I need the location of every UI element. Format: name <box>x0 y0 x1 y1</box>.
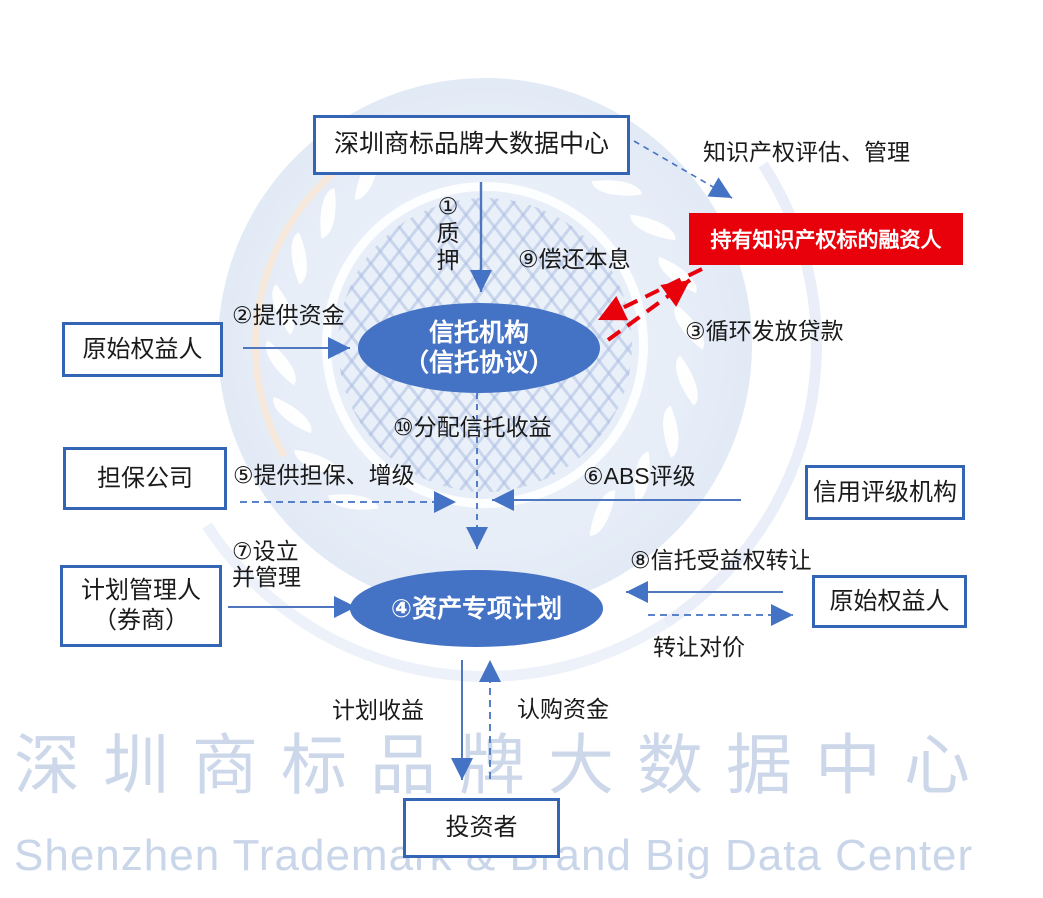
node-asset-plan: ④资产专项计划 <box>350 570 603 647</box>
node-guarantee-company: 担保公司 <box>63 447 227 510</box>
arrow-ip-evaluation <box>633 140 733 199</box>
node-credit-rating-agency: 信用评级机构 <box>805 465 965 520</box>
label-setup-manage: ⑦设立 并管理 <box>232 538 301 591</box>
pledge-char1: 质 <box>436 220 460 246</box>
node-trust-agency: 信托机构 （信托协议） <box>358 303 600 393</box>
pledge-num: ① <box>437 193 459 219</box>
label-abs-rating: ⑥ABS评级 <box>583 463 696 489</box>
label-distribute-income: ⑩分配信托收益 <box>393 414 552 440</box>
trust-line1: 信托机构 <box>428 319 529 347</box>
label-provide-funds: ②提供资金 <box>232 302 345 328</box>
label-revolving-loan: ③循环发放贷款 <box>685 318 844 344</box>
label-transfer-price: 转让对价 <box>653 634 745 660</box>
label-repay: ⑨偿还本息 <box>518 246 631 272</box>
label-ip-management: 知识产权评估、管理 <box>703 139 910 165</box>
node-data-center: 深圳商标品牌大数据中心 <box>313 115 630 175</box>
label-beneficiary-transfer: ⑧信托受益权转让 <box>630 547 812 573</box>
plan-manager-line2: （券商） <box>93 607 189 634</box>
pledge-char2: 押 <box>436 247 460 273</box>
label-provide-guarantee: ⑤提供担保、增级 <box>233 462 415 488</box>
setup-line2: 并管理 <box>232 564 301 591</box>
plan-manager-line1: 计划管理人 <box>81 577 201 604</box>
setup-line1: ⑦设立 <box>232 538 299 564</box>
label-purchase-funds: 认购资金 <box>517 696 609 722</box>
node-financier: 持有知识产权标的融资人 <box>689 213 963 265</box>
arrow-repay <box>597 267 703 322</box>
node-investors: 投资者 <box>403 798 560 858</box>
label-pledge: ① 质 押 <box>430 193 466 274</box>
trust-line2: （信托协议） <box>403 349 554 377</box>
node-original-holder-left: 原始权益人 <box>62 322 223 377</box>
node-original-holder-right: 原始权益人 <box>812 575 967 628</box>
node-plan-manager: 计划管理人 （券商） <box>60 565 222 647</box>
label-plan-income: 计划收益 <box>332 697 424 723</box>
watermark-chinese: 深圳商标品牌大数据中心 <box>14 728 993 802</box>
arrow-revolving-loan <box>606 278 692 342</box>
emblem-inner-ring <box>322 182 648 508</box>
